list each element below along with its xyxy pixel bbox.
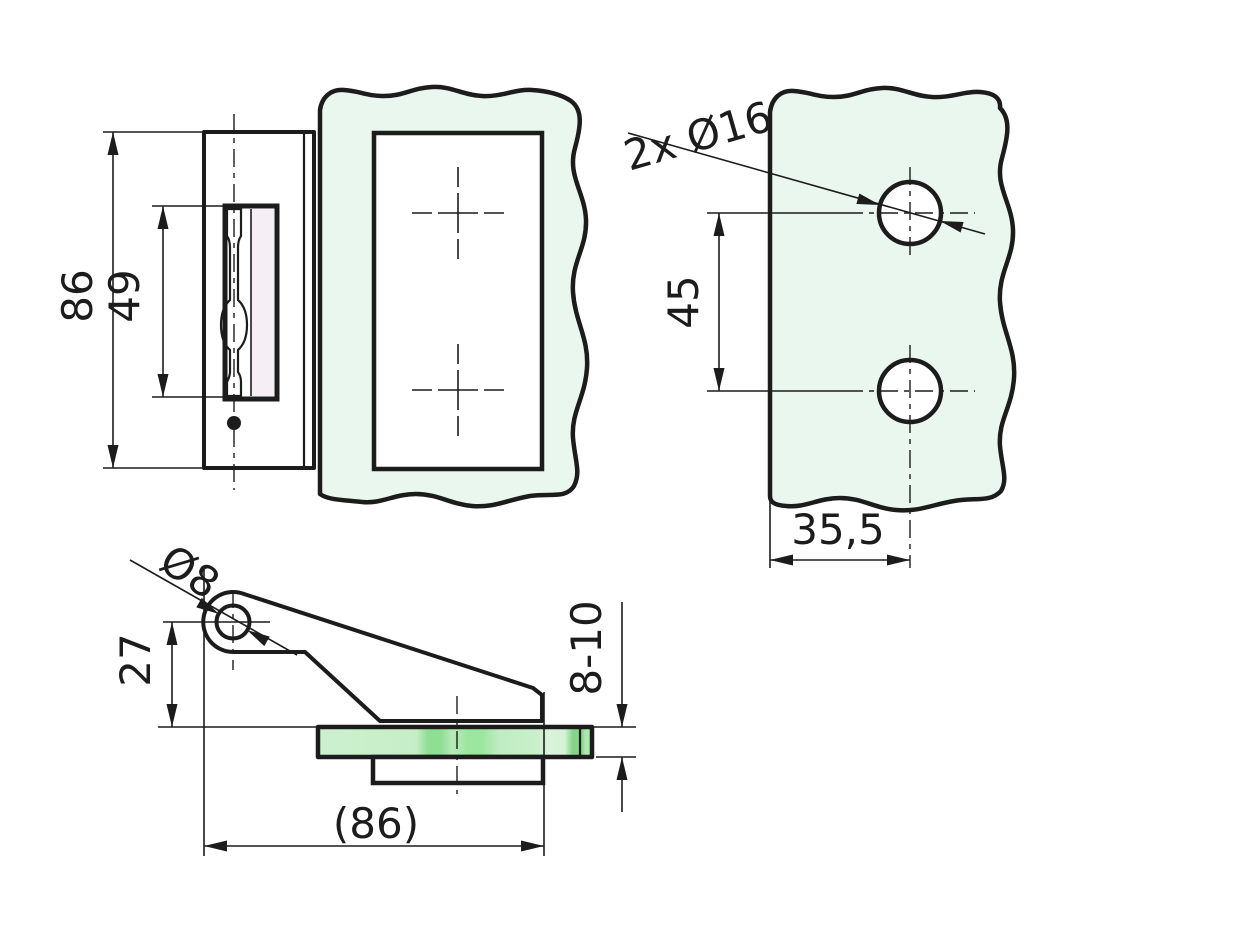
arrowhead xyxy=(107,445,119,468)
glass-panel-template xyxy=(767,85,1017,513)
dimension-text-45: 45 xyxy=(659,275,708,328)
hinge-arm-outline xyxy=(201,590,544,723)
dimension-text-49: 49 xyxy=(100,269,149,322)
arrowhead xyxy=(713,368,725,391)
arrowhead xyxy=(166,704,178,727)
hole-callout-text: 2x Ø16 xyxy=(618,92,777,181)
glass-edge-bar xyxy=(315,724,595,760)
arrowhead xyxy=(157,374,169,397)
arrowhead xyxy=(247,630,270,647)
front-view: 86 49 xyxy=(53,84,590,509)
arrowhead xyxy=(887,554,910,566)
arrowhead xyxy=(107,132,119,155)
hinge-back-plate xyxy=(370,754,546,786)
leader-line xyxy=(627,132,986,235)
arrowhead xyxy=(856,193,880,205)
arrowhead xyxy=(157,206,169,229)
dimension-glass-thickness: 8-10 xyxy=(562,600,636,812)
dimension-text-27: 27 xyxy=(111,633,160,686)
arrowhead xyxy=(204,840,227,852)
dimension-text-8-10: 8-10 xyxy=(562,600,611,695)
arrowhead xyxy=(196,597,219,614)
arrowhead xyxy=(616,704,628,727)
leader-line xyxy=(129,559,298,656)
arrowhead xyxy=(713,213,725,236)
arrowhead xyxy=(521,840,544,852)
dimension-height-86: 86 xyxy=(53,131,204,469)
hole-center-cross-top xyxy=(412,167,504,259)
screw-dot xyxy=(227,416,241,430)
dimension-pivot-height-27: 27 xyxy=(111,622,318,728)
side-view: Ø8 27 (86) 8-10 xyxy=(111,535,636,856)
arrowhead xyxy=(166,622,178,645)
hole-center-cross-bottom xyxy=(412,344,504,436)
slot-recess-inner-strip xyxy=(251,209,274,396)
dimension-text-86-ref: (86) xyxy=(333,799,419,848)
arrowhead xyxy=(616,757,628,780)
dimension-text-35-5: 35,5 xyxy=(791,505,885,554)
arrowhead xyxy=(770,554,793,566)
arrowhead xyxy=(940,221,964,233)
dimension-overall-length: (86) xyxy=(204,692,545,856)
dimension-text-86: 86 xyxy=(53,269,102,322)
dimension-slot-49: 49 xyxy=(100,205,225,398)
spindle xyxy=(219,207,249,398)
dimension-edge-distance: 35,5 xyxy=(769,497,910,568)
glass-cutout xyxy=(371,130,545,472)
drill-template-view: 2x Ø16 45 35,5 xyxy=(618,85,1017,568)
dimension-hole-spacing-45: 45 xyxy=(659,212,845,392)
